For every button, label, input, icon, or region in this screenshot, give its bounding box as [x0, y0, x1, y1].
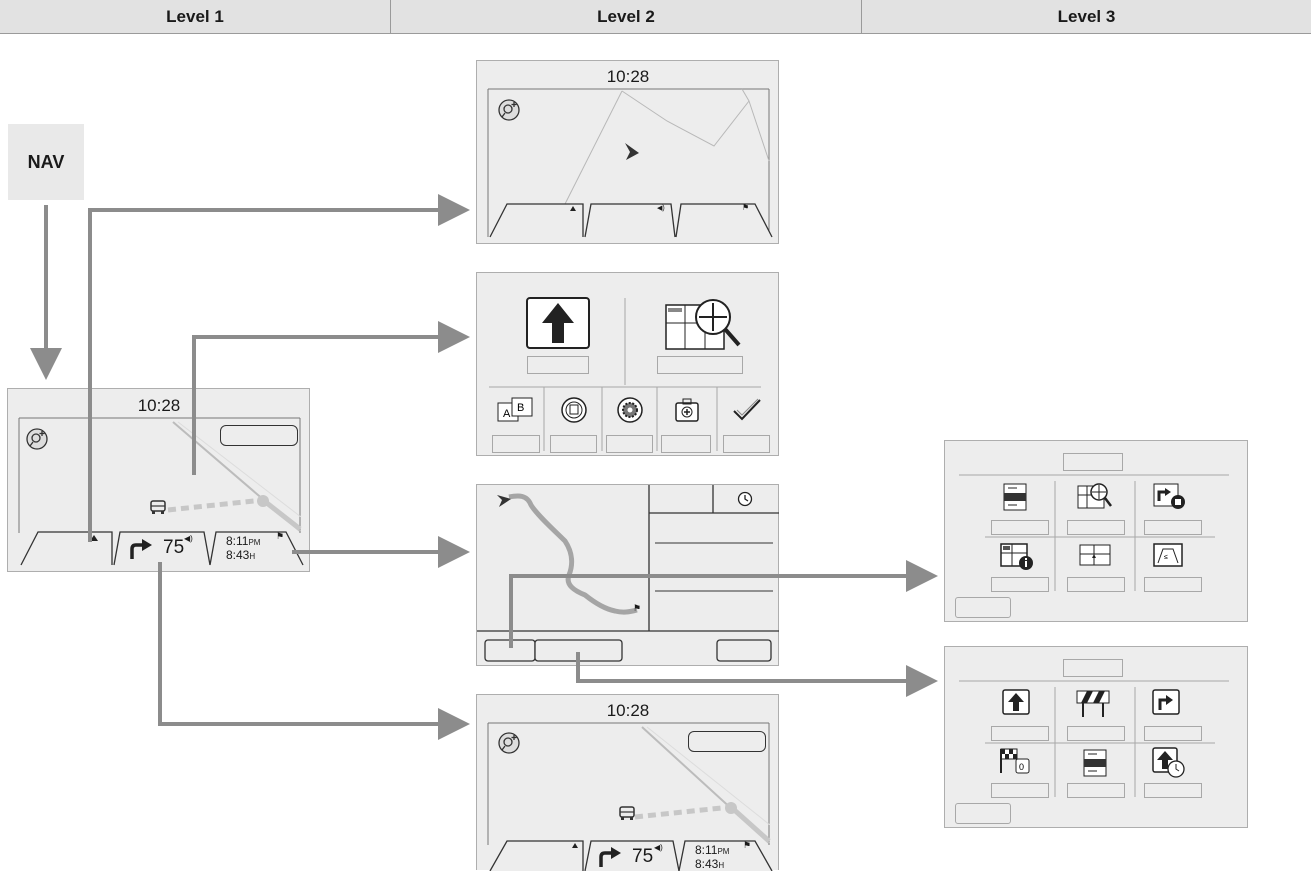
road-block-icon[interactable]	[1075, 689, 1111, 724]
eta-display: 8:11PM 8:43H	[226, 535, 260, 563]
svg-text:B: B	[517, 402, 524, 414]
label-slot	[1067, 726, 1125, 741]
level2-map-graphics	[487, 88, 773, 238]
zoom-icon[interactable]	[497, 730, 523, 761]
guidance-map-graphics	[487, 722, 773, 871]
arrow-up-icon[interactable]	[1002, 689, 1030, 720]
clock-time: 10:28	[606, 67, 650, 86]
label-slot	[991, 726, 1049, 741]
svg-text:0: 0	[1019, 762, 1024, 772]
label-slot	[723, 435, 770, 453]
nav-button[interactable]: NAV	[8, 124, 84, 200]
level1-map-screen: 10:28 75 ◀) 8:11PM 8:43H ⚑	[7, 388, 310, 572]
eta-time: 8:11	[695, 843, 718, 857]
remaining-time: 8:43	[226, 548, 250, 562]
map-search-icon[interactable]	[665, 293, 747, 360]
label-slot	[550, 435, 597, 453]
level3-route-menu-b: 0	[944, 646, 1248, 828]
route-list-icon[interactable]	[1083, 749, 1107, 782]
waypoint-flag-icon[interactable]: 0	[999, 747, 1033, 782]
route-list-icon[interactable]	[1003, 483, 1027, 516]
level-2-header: Level 2	[391, 0, 862, 33]
volume-icon: ◀)	[654, 843, 663, 852]
level-3-header: Level 3	[1057, 7, 1116, 26]
arrival-time-icon[interactable]	[1152, 747, 1186, 784]
distance-value: 75	[163, 537, 185, 558]
label-slot	[1067, 520, 1125, 535]
traffic-icon[interactable]	[561, 397, 587, 428]
map-layout-icon[interactable]	[1079, 544, 1111, 573]
detour-icon[interactable]	[1152, 689, 1180, 720]
info-pill[interactable]	[688, 731, 766, 752]
level3-route-menu-a: ≤	[944, 440, 1248, 622]
map-view-icon[interactable]: ≤	[1153, 543, 1183, 574]
first-aid-icon[interactable]	[674, 397, 700, 428]
label-slot	[606, 435, 653, 453]
menu-dividers	[489, 298, 761, 451]
label-slot	[492, 435, 540, 453]
label-slot	[1144, 783, 1202, 798]
back-button[interactable]	[955, 803, 1011, 824]
finish-flag-icon: ⚑	[743, 840, 752, 850]
remaining-suffix: H	[249, 552, 256, 561]
eta-suffix: PM	[248, 538, 261, 547]
label-slot	[1144, 726, 1202, 741]
remaining-time: 8:43	[695, 857, 719, 871]
map-search-icon[interactable]	[1077, 481, 1113, 516]
turn-right-icon	[128, 537, 154, 566]
volume-icon: ◀)	[184, 534, 193, 543]
label-slot	[991, 783, 1049, 798]
clock-icon[interactable]	[737, 491, 753, 512]
label-slot	[527, 356, 589, 374]
finish-flag-icon: ⚑	[276, 531, 285, 541]
level-header: Level 1 Level 2 Level 3	[0, 0, 1311, 34]
finish-flag-icon: ⚑	[742, 203, 750, 212]
level-1-header: Level 1	[0, 0, 391, 33]
zoom-icon[interactable]	[497, 97, 523, 128]
eta-display: 8:11PM 8:43H	[695, 844, 729, 872]
finish-flag-icon: ⚑	[633, 603, 642, 613]
title-slot	[1063, 659, 1123, 677]
label-slot	[1067, 577, 1125, 592]
label-slot	[1067, 783, 1125, 798]
label-slot	[657, 356, 743, 374]
remaining-suffix: H	[718, 861, 725, 870]
back-button[interactable]	[955, 597, 1011, 618]
eta-suffix: PM	[717, 847, 730, 856]
settings-icon[interactable]	[617, 397, 643, 428]
volume-icon: ◀)	[657, 205, 665, 212]
label-slot	[1144, 520, 1202, 535]
distance-value: 75	[632, 846, 654, 867]
eta-time: 8:11	[226, 534, 249, 548]
label-slot	[991, 577, 1049, 592]
checkmark-icon[interactable]	[732, 397, 762, 428]
label-slot	[1144, 577, 1202, 592]
level1-tab-bar	[20, 531, 304, 566]
svg-text:A: A	[503, 408, 511, 420]
label-slot	[661, 435, 711, 453]
title-slot	[1063, 453, 1123, 471]
svg-text:≤: ≤	[1164, 554, 1168, 561]
route-graphics	[477, 485, 779, 662]
arrow-up-icon[interactable]	[526, 297, 590, 354]
stop-guidance-icon[interactable]	[1153, 483, 1187, 516]
level2-route-screen: ⚑	[476, 484, 779, 666]
map-info-icon[interactable]	[1000, 543, 1034, 576]
zoom-icon[interactable]	[25, 426, 51, 457]
level2-guidance-screen: 10:28 75 ◀) 8:11PM 8:43H ⚑	[476, 694, 779, 872]
level2-map-screen: 10:28 ◀) ⚑	[476, 60, 779, 244]
clock-time: 10:28	[606, 701, 650, 720]
menu-b-dividers	[959, 680, 1229, 797]
menu-a-dividers	[959, 474, 1229, 591]
vehicle-icon	[618, 805, 636, 826]
arrow-to-guidance-screen	[158, 562, 470, 740]
turn-right-icon	[597, 845, 623, 874]
label-slot	[991, 520, 1049, 535]
